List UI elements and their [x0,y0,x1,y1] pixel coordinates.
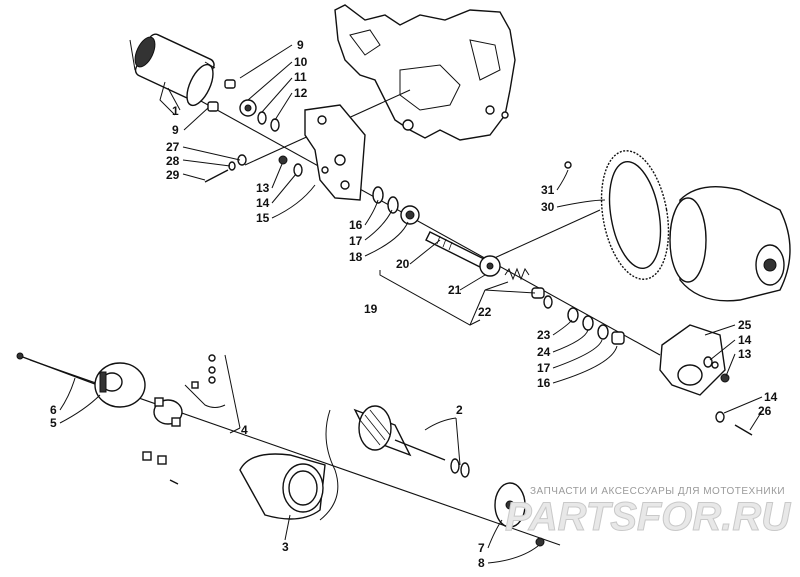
brush-kit-4 [184,354,241,429]
small-bushing-upper [224,79,236,89]
nut-8 [535,537,545,547]
washers-23-24-17-16 [543,295,625,345]
end-cap-5 [94,362,146,408]
callout-14-lower: 14 [764,390,778,404]
pinion-21 [479,255,501,277]
callout-18: 18 [349,250,363,264]
end-bracket-25 [659,324,726,396]
callout-4: 4 [241,423,248,437]
callout-13-right: 13 [738,347,752,361]
callout-10: 10 [294,55,308,69]
callout-5: 5 [50,416,57,430]
watermark: ЗАПЧАСТИ И АКСЕССУАРЫ ДЛЯ МОТОТЕХНИКИ PA… [505,486,792,540]
callout-30: 30 [541,200,555,214]
callout-28: 28 [166,154,180,168]
callout-21: 21 [448,283,462,297]
armature-washers [450,458,470,478]
callout-20: 20 [396,257,410,271]
driven-clutch [669,185,791,302]
callout-1: 1 [172,104,179,118]
callout-8: 8 [478,556,485,570]
callout-12: 12 [294,86,308,100]
callout-9-lower: 9 [172,123,179,137]
nut-washer-upper [278,155,303,177]
callout-labels: 9 10 11 12 1 9 27 28 29 13 14 15 16 17 1… [50,38,778,570]
callout-26: 26 [758,404,772,418]
callout-11: 11 [294,70,307,84]
pinion-gear [239,99,257,117]
armature-2 [319,405,446,521]
bolt-27-29 [204,154,247,183]
drive-end-cap-7 [494,482,526,528]
callout-14-upper: 14 [256,196,270,210]
spring-22 [504,267,545,299]
leader-lines [59,44,763,564]
callout-6: 6 [50,403,57,417]
callout-14-right: 14 [738,333,752,347]
brush-springs [142,451,179,485]
callout-16-upper: 16 [349,218,363,232]
callout-23: 23 [537,328,551,342]
pin-31 [564,161,572,169]
watermark-logo: PARTSFOR.RU [505,495,791,539]
washers-11-12 [257,111,280,132]
callout-16-lower: 16 [537,376,551,390]
sprocket-ring-30 [600,150,670,280]
callout-24: 24 [537,345,551,359]
nut-washer-13-14 [703,356,730,383]
callout-2: 2 [456,403,463,417]
mounting-bracket [304,104,366,201]
callout-3: 3 [282,540,289,554]
callout-9-upper: 9 [297,38,304,52]
through-bolt-6 [16,352,96,385]
callout-13-upper: 13 [256,181,270,195]
callout-7: 7 [478,541,485,555]
callout-22: 22 [478,305,492,319]
brush-holder [153,397,183,427]
callout-17-lower: 17 [537,361,551,375]
callout-27: 27 [166,140,180,154]
housing-3 [239,453,326,520]
callout-17-upper: 17 [349,234,363,248]
callout-19: 19 [364,302,378,316]
bearing-16-17-18 [372,186,420,225]
small-bushing-lower [207,101,219,112]
callout-15: 15 [256,211,270,225]
engine-block [334,4,516,141]
starter-motor-assembly [129,33,216,116]
watermark-tagline: ЗАПЧАСТИ И АКСЕССУАРЫ ДЛЯ МОТОТЕХНИКИ [530,486,785,497]
callout-31: 31 [541,183,555,197]
callout-25: 25 [738,318,752,332]
bolt-14-26 [715,411,753,436]
callout-29: 29 [166,168,180,182]
